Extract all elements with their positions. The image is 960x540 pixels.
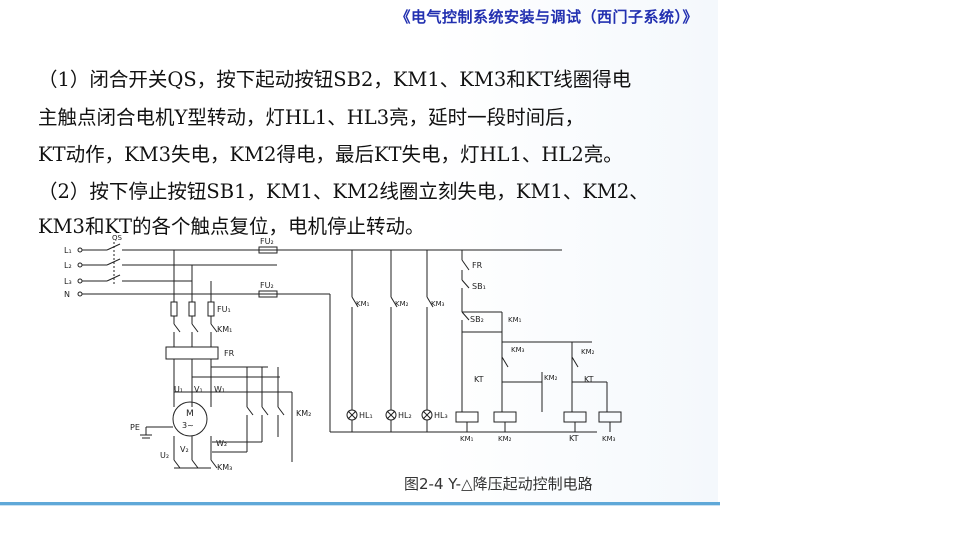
label-pe: PE (130, 423, 140, 432)
label-km2-aux: KM₂ (395, 300, 409, 308)
paragraph-line-5: KM3和KT的各个触点复位，电机停止转动。 (38, 215, 425, 238)
label-km1-main: KM₁ (217, 325, 232, 334)
circuit-diagram: L₁ L₂ L₃ N QS FU₂ FU₂ FU₁ KM₁ FR U₁ V₁ W… (64, 234, 622, 472)
label-u1: U₁ (174, 385, 183, 394)
main-circuit (140, 250, 293, 469)
label-fr-ctrl: FR (472, 261, 483, 270)
label-fu2-bottom: FU₂ (260, 281, 274, 290)
label-qs: QS (112, 234, 123, 242)
label-v2: V₂ (180, 445, 189, 454)
label-fr-main: FR (224, 349, 235, 358)
label-sb2: SB₂ (470, 315, 484, 324)
label-km3-aux: KM₃ (431, 300, 445, 308)
label-hl3: HL₃ (434, 411, 448, 420)
label-km2-ctrl2: KM₂ (544, 374, 558, 382)
slide-bottom-line (0, 505, 720, 506)
label-l2: L₂ (64, 261, 72, 270)
label-fu1: FU₁ (217, 305, 231, 314)
paragraph-line-1: （1）闭合开关QS，按下起动按钮SB2，KM1、KM3和KT线圈得电 (38, 68, 632, 91)
label-l3: L₃ (64, 277, 72, 286)
label-fu2-top: FU₂ (260, 237, 274, 246)
label-n: N (64, 290, 70, 299)
label-hl2: HL₂ (398, 411, 412, 420)
label-coil-km2: KM₂ (498, 435, 512, 443)
figure-caption: 图2-4 Y-△降压起动控制电路 (404, 475, 593, 493)
label-kt-ctrl1: KT (474, 375, 484, 384)
label-km1-hold: KM₁ (508, 316, 522, 324)
course-title: 《电气控制系统安装与调试（西门子系统）》 (395, 8, 698, 26)
label-km2-ctrl: KM₂ (581, 348, 595, 356)
label-w1: W₁ (214, 385, 225, 394)
control-circuit (329, 250, 622, 433)
label-motor-3: 3~ (182, 421, 194, 430)
label-km1-aux: KM₁ (356, 300, 370, 308)
label-u2: U₂ (160, 451, 169, 460)
label-km3-main: KM₃ (217, 463, 232, 472)
label-coil-km3: KM₃ (602, 435, 616, 443)
label-hl1: HL₁ (359, 411, 373, 420)
paragraph-line-2: 主触点闭合电机Y型转动，灯HL1、HL3亮，延时一段时间后， (38, 106, 585, 129)
paragraph-line-4: （2）按下停止按钮SB1，KM1、KM2线圈立刻失电，KM1、KM2、 (38, 180, 649, 203)
label-kt-ctrl2: KT (584, 375, 594, 384)
label-w2: W₂ (216, 439, 227, 448)
diagram-labels: L₁ L₂ L₃ N QS FU₂ FU₂ FU₁ KM₁ FR U₁ V₁ W… (64, 234, 616, 472)
label-km3-ctrl: KM₃ (511, 346, 525, 354)
paragraph-line-3: KT动作，KM3失电，KM2得电，最后KT失电，灯HL1、HL2亮。 (38, 143, 623, 166)
label-sb1: SB₁ (472, 282, 486, 291)
label-km2-main: KM₂ (296, 409, 311, 418)
label-coil-kt: KT (569, 434, 579, 443)
slide-bottom-bar (0, 502, 720, 505)
label-v1: V₁ (194, 385, 203, 394)
label-coil-km1: KM₁ (460, 435, 474, 443)
label-motor-m: M (186, 409, 194, 419)
supply-lines (77, 242, 562, 298)
label-l1: L₁ (64, 246, 72, 255)
slide-background (0, 0, 718, 502)
